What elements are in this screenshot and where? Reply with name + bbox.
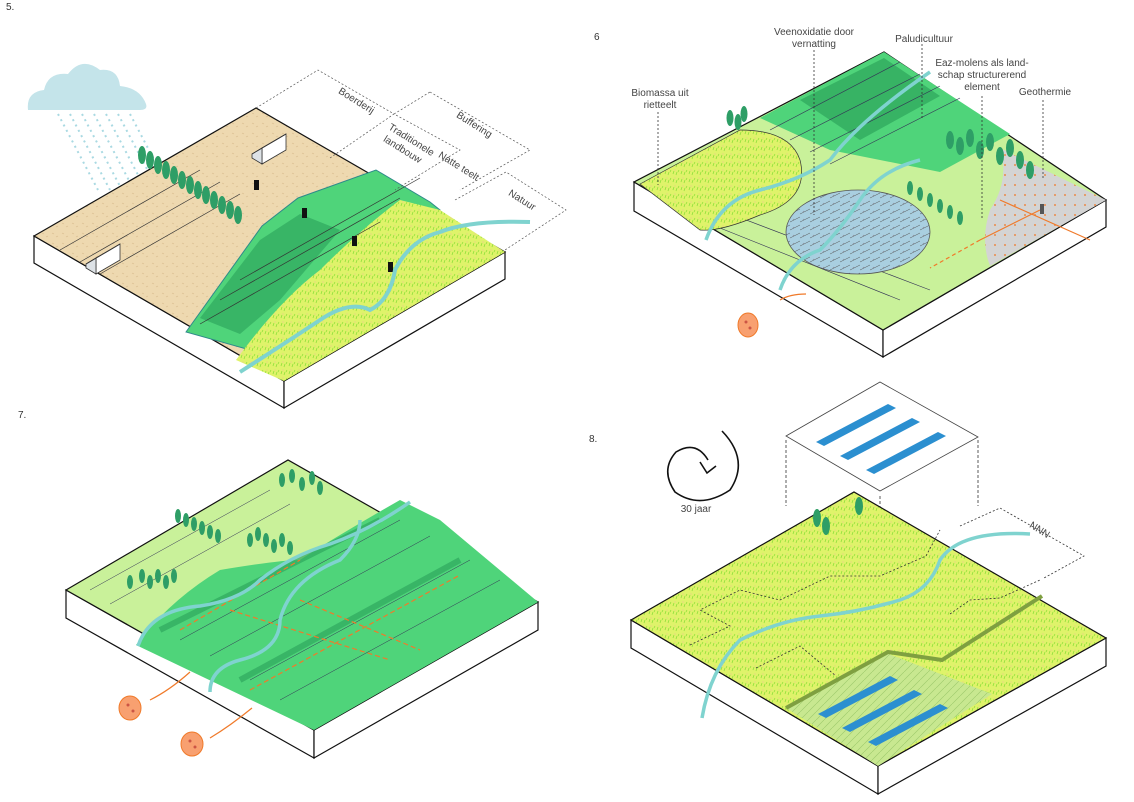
annotation-veenoxidatie-line2: vernatting — [792, 39, 836, 50]
annotation-eaz-molens: Eaz-molens als land- schap structurerend… — [928, 58, 1036, 94]
geothermie-zone — [985, 148, 1106, 266]
annotation-paludicultuur: Paludicultuur — [895, 34, 953, 45]
panel-5 — [27, 63, 567, 410]
power-plug-icon — [180, 707, 253, 757]
panel-7-number: 7. — [18, 410, 27, 421]
annotation-eaz-line3: element — [964, 82, 1000, 93]
annotation-veenoxidatie: Veenoxidatie door vernatting — [764, 27, 864, 51]
farmhouse-icon — [251, 133, 287, 165]
annotation-veenoxidatie-line1: Veenoxidatie door — [773, 27, 855, 38]
forest-icon — [726, 106, 1034, 225]
annotation-biomassa-line1: Biomassa uit — [631, 88, 689, 99]
annotation-biomassa-line2: rietteelt — [643, 100, 677, 111]
tree-icon — [813, 497, 863, 535]
cycle-arrow-icon — [666, 430, 740, 502]
solar-panels — [818, 676, 948, 746]
panel-8-number: 8. — [589, 434, 598, 445]
geothermal-well-icon — [1040, 204, 1044, 214]
annotation-geothermie: Geothermie — [1018, 87, 1072, 98]
panel-6 — [632, 44, 1108, 359]
rain-cloud-icon — [27, 63, 171, 191]
veenoxidatie-zone — [785, 189, 931, 275]
power-plug-icon — [118, 671, 191, 721]
panel-6-number: 6 — [594, 32, 600, 43]
forest-icon — [127, 469, 323, 589]
farmhouse-icon — [85, 243, 121, 275]
biomassa-zone — [639, 129, 802, 231]
annotation-eaz-line1: Eaz-molens als land- — [935, 58, 1029, 69]
panel-7 — [64, 459, 540, 760]
dike — [785, 594, 1044, 710]
annotation-biomassa: Biomassa uit rietteelt — [620, 88, 700, 112]
river — [238, 219, 531, 374]
annotation-eaz-line2: schap structurerend — [937, 70, 1027, 81]
tree-row-icon — [138, 146, 242, 224]
weir-icon — [254, 180, 393, 272]
cycle-label: 30 jaar — [680, 504, 712, 515]
panel-8 — [629, 381, 1108, 796]
power-plug-icon — [737, 293, 807, 338]
natuur-zone — [236, 200, 505, 381]
panel-5-number: 5. — [6, 2, 15, 13]
